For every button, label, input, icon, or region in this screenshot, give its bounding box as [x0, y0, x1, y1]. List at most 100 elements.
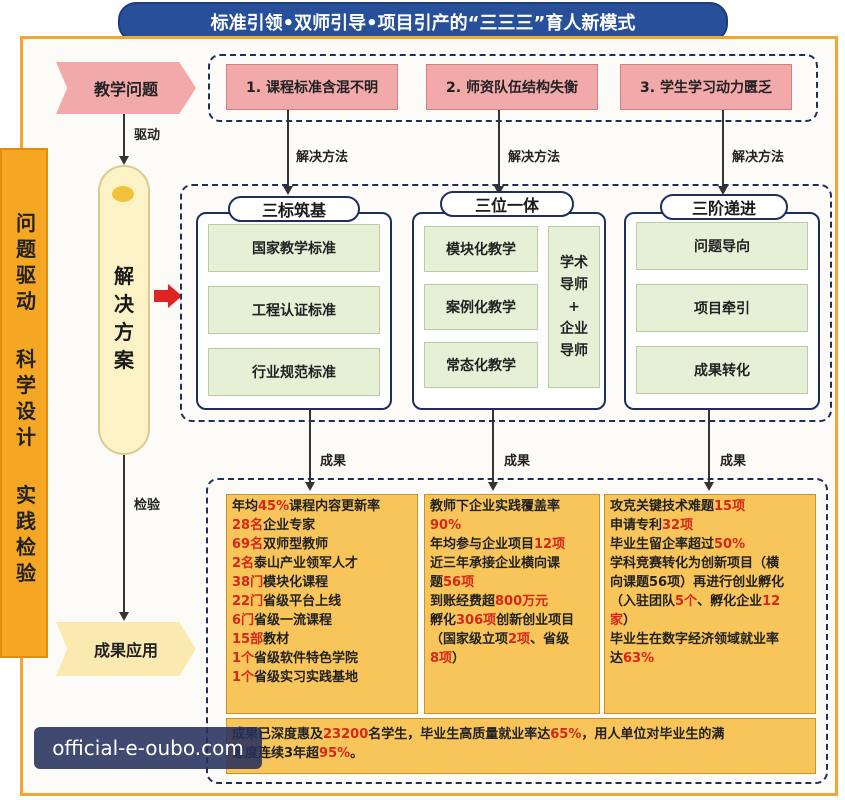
- result-highlight: 12: [762, 594, 781, 609]
- result-line: 教师下企业实践覆盖率: [430, 497, 594, 516]
- solution-char: 方: [114, 320, 134, 344]
- flow-line: [708, 410, 710, 484]
- result-highlight: 69名: [232, 537, 264, 552]
- result-highlight: 15项: [714, 499, 746, 514]
- results-group: [206, 478, 828, 784]
- side-char: 设: [16, 399, 36, 423]
- mentor-text: 学术: [560, 255, 588, 271]
- flow-line: [492, 410, 494, 484]
- result-text: 双师型教师: [263, 537, 329, 552]
- side-char: 题: [16, 237, 36, 261]
- result-line: 90%: [430, 516, 594, 535]
- result-text: 、孵化企业: [697, 594, 763, 609]
- result-arrow-label: 成果: [320, 454, 347, 469]
- result-highlight: 800万元: [495, 594, 549, 609]
- problem-box: 2. 师资队伍结构失衡: [426, 64, 598, 110]
- result-line: 意度连续3年超95%。: [232, 744, 810, 763]
- result-highlight: 38门: [232, 575, 264, 590]
- method-label: 解决方法: [732, 150, 785, 165]
- method-item: 工程认证标准: [208, 286, 380, 334]
- result-text: ）: [452, 651, 466, 666]
- result-text: 模块化课程: [263, 575, 329, 590]
- result-highlight: 1个: [232, 670, 255, 685]
- method-head: 三位一体: [440, 191, 574, 217]
- result-arrow-label: 成果: [720, 454, 747, 469]
- result-highlight: 56项: [443, 575, 475, 590]
- result-line: 攻克关键技术难题15项: [610, 497, 810, 516]
- flow-line: [123, 114, 125, 158]
- flow-line: [287, 110, 289, 188]
- result-text: 年均参与企业项目: [430, 537, 535, 552]
- result-text: 向课题56项）再进行创业孵化: [610, 575, 785, 590]
- result-line: 22门省级平台上线: [232, 592, 412, 611]
- problem-label: 教学问题: [56, 62, 196, 114]
- method-head: 三阶递进: [660, 194, 788, 220]
- result-text: 到账经费超: [430, 594, 496, 609]
- result-line: 毕业生留企率超过50%: [610, 535, 810, 554]
- result-text: 省级实习实践基地: [254, 670, 359, 685]
- result-line: 2名泰山产业领军人才: [232, 554, 412, 573]
- result-line: 38门模块化课程: [232, 573, 412, 592]
- result-text: 达: [610, 651, 624, 666]
- method-item: 行业规范标准: [208, 348, 380, 396]
- result-highlight: 2名: [232, 556, 255, 571]
- method-item: 问题导向: [636, 222, 808, 270]
- result-text: （入驻团队: [610, 594, 676, 609]
- result-text: 教师下企业实践覆盖率: [430, 499, 561, 514]
- result-text: 。: [350, 746, 364, 761]
- result-line: 到账经费超800万元: [430, 592, 594, 611]
- result-line: 8项）: [430, 649, 594, 668]
- result-line: （入驻团队5个、孵化企业12: [610, 592, 810, 611]
- solution-capsule: [98, 165, 150, 455]
- result-line: 家）: [610, 611, 810, 630]
- side-char: 动: [16, 289, 36, 313]
- right-arrow-icon: [154, 284, 182, 308]
- arrow-down-icon: [704, 482, 714, 491]
- result-highlight: 8项: [430, 651, 453, 666]
- drive-label: 驱动: [134, 128, 161, 143]
- result-highlight: 6门: [232, 613, 255, 628]
- page-title: 标准引领•双师引导•项目引产的“三三三”育人新模式: [118, 2, 728, 42]
- mentor-text: 导师: [560, 343, 588, 359]
- flow-line: [498, 110, 500, 188]
- method-item: 案例化教学: [424, 284, 538, 330]
- result-text: 毕业生留企率超过: [610, 537, 715, 552]
- problems-group: [208, 54, 818, 122]
- result-line: 毕业生在数字经济领域就业率: [610, 630, 810, 649]
- result-text: 学科竞赛转化为创新项目（横: [610, 556, 780, 571]
- result-highlight: 5个: [675, 594, 698, 609]
- flow-line: [722, 110, 724, 188]
- method-item: 国家教学标准: [208, 224, 380, 272]
- result-highlight: 306项: [456, 613, 497, 628]
- check-label: 检验: [134, 498, 161, 513]
- flow-line: [123, 455, 125, 615]
- result-text: 孵化: [430, 613, 457, 628]
- watermark: official-e-oubo.com: [34, 727, 262, 769]
- result-text: 省级软件特色学院: [254, 651, 359, 666]
- result-highlight: 23200: [323, 727, 369, 742]
- result-text: 名学生，毕业生高质量就业率达: [368, 727, 551, 742]
- result-line: 69名双师型教师: [232, 535, 412, 554]
- mentor-text: 导师: [560, 277, 588, 293]
- result-text: ，用人单位对毕业生的满: [581, 727, 725, 742]
- result-line: 1个省级实习实践基地: [232, 668, 412, 687]
- result-highlight: 50%: [714, 537, 746, 552]
- side-bar: 问 题 驱 动 科 学 设 计 实 践 检 验: [0, 148, 48, 658]
- result-line: 学科竞赛转化为创新项目（横: [610, 554, 810, 573]
- side-char: 科: [16, 347, 36, 371]
- result-arrow-label: 成果: [504, 454, 531, 469]
- result-highlight: 90%: [430, 518, 462, 533]
- result-line: 15部教材: [232, 630, 412, 649]
- mentor-text: +: [568, 299, 580, 315]
- result-line: 1个省级软件特色学院: [232, 649, 412, 668]
- methods-group: [180, 184, 832, 422]
- flow-line: [309, 410, 311, 484]
- result-text: 省级一流课程: [254, 613, 333, 628]
- result-highlight: 2项: [508, 632, 531, 647]
- result-highlight: 65%: [550, 727, 582, 742]
- result-highlight: 63%: [623, 651, 655, 666]
- mentor-box: 学术 导师 + 企业 导师: [548, 226, 600, 388]
- arrow-down-icon: [305, 482, 315, 491]
- result-line: （国家级立项2项、省级: [430, 630, 594, 649]
